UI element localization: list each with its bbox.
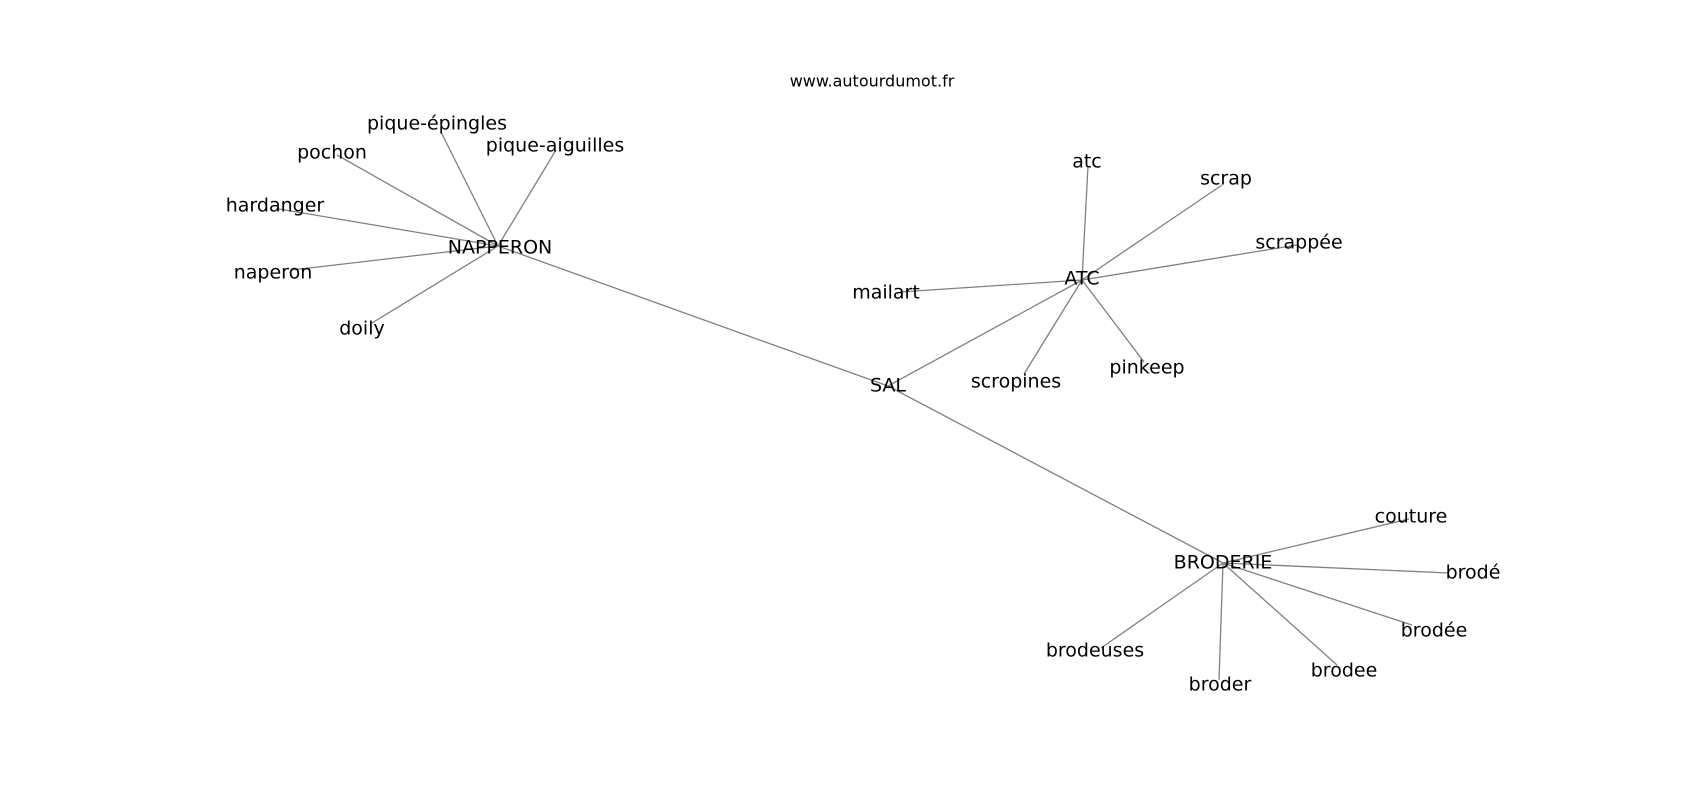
edge-atc-scrappee [1081,244,1298,281]
edge-napperon-hardanger [278,208,499,247]
edge-broderie-brode [1222,562,1450,574]
node-doily[interactable]: doily [339,318,385,340]
edge-sal-atc [887,279,1083,387]
node-scropines[interactable]: scropines [971,371,1061,393]
node-naperon[interactable]: naperon [234,262,313,284]
node-brode[interactable]: brodé [1446,562,1501,584]
edge-sal-napperon [497,245,889,387]
edge-atc-atc-lower [1081,165,1089,281]
node-sal[interactable]: SAL [870,375,906,397]
node-napperon[interactable]: NAPPERON [448,237,553,259]
edge-broderie-brodeuses [1100,562,1224,649]
node-pique-epingles[interactable]: pique-épingles [367,113,507,135]
edge-atc-mailart [899,279,1083,293]
edge-sal-broderie [887,385,1224,564]
node-atc[interactable]: ATC [1064,268,1099,290]
edge-atc-scrap [1081,184,1223,281]
node-mailart[interactable]: mailart [852,282,920,304]
edge-atc-scropines [1023,279,1083,375]
edge-broderie-brodee-accent [1222,562,1413,626]
node-scrap[interactable]: scrap [1200,168,1252,190]
edge-napperon-pochon [336,154,499,247]
node-pique-aiguilles[interactable]: pique-aiguilles [486,135,624,157]
edge-broderie-brodee [1222,562,1338,666]
edge-napperon-doily [371,245,499,324]
node-brodee-accent[interactable]: brodée [1401,620,1468,642]
node-pinkeep[interactable]: pinkeep [1109,357,1184,379]
labels-layer: SAL NAPPERON ATC BRODERIE pique-épinglespiqu… [226,113,1501,696]
node-hardanger[interactable]: hardanger [226,195,325,217]
node-atc-lower[interactable]: atc [1072,151,1102,173]
edge-atc-pinkeep [1081,279,1145,363]
edge-broderie-couture [1222,518,1410,564]
edge-napperon-naperon [291,245,499,271]
node-scrappee[interactable]: scrappée [1255,232,1342,254]
node-couture[interactable]: couture [1375,506,1448,528]
node-broder[interactable]: broder [1189,674,1252,696]
source-credit[interactable]: www.autourdumot.fr [790,72,955,91]
node-brodeuses[interactable]: brodeuses [1046,640,1144,662]
edge-broderie-broder [1218,562,1224,681]
node-pochon[interactable]: pochon [297,142,367,164]
edge-napperon-pique-epingles [440,131,499,247]
node-brodee[interactable]: brodee [1311,660,1378,682]
node-broderie[interactable]: BRODERIE [1174,552,1273,574]
edges-layer [278,131,1450,681]
edge-napperon-pique-aiguilles [497,149,557,247]
